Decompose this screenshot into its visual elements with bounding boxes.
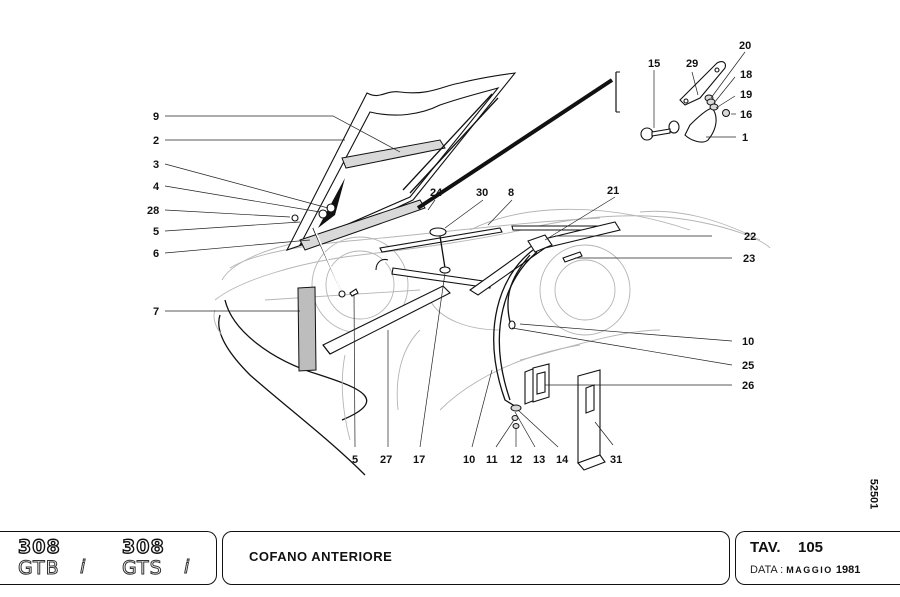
front-nose [213, 299, 501, 476]
callout-8: 8 [508, 187, 514, 199]
callout-27: 27 [380, 454, 392, 466]
exploded-parts-diagram: 9 2 3 4 28 5 6 7 24 30 8 21 22 23 10 25 … [147, 40, 771, 476]
leader-lines [164, 51, 746, 448]
sheet-info-box: TAV. 105 DATA : MAGGIO 1981 [735, 531, 900, 585]
detail-pointer [416, 78, 614, 210]
callout-25: 25 [742, 360, 754, 372]
callout-11: 11 [486, 454, 498, 466]
callout-2: 2 [153, 135, 159, 147]
hood-stay [291, 203, 359, 298]
callout-6: 6 [153, 248, 159, 260]
callout-17: 17 [413, 454, 425, 466]
callout-13: 13 [533, 454, 545, 466]
car-body-outline [214, 208, 771, 411]
callout-5: 5 [153, 226, 159, 238]
callout-12: 12 [510, 454, 522, 466]
callout-29: 29 [686, 58, 698, 70]
date-month: MAGGIO [786, 565, 833, 575]
title-box: COFANO ANTERIORE [222, 531, 730, 585]
page-title: COFANO ANTERIORE [249, 549, 393, 564]
latch-bracket [524, 363, 606, 471]
seals [297, 221, 621, 372]
logo-variant-1: GTB [18, 557, 60, 579]
date-label: DATA : [750, 564, 784, 576]
callout-10-right: 10 [742, 336, 754, 348]
callout-14: 14 [556, 454, 569, 466]
callout-19: 19 [740, 89, 752, 101]
hood-panel [285, 72, 517, 251]
callout-4: 4 [153, 181, 160, 193]
tav-number: 105 [798, 539, 824, 556]
callout-16: 16 [740, 109, 752, 121]
callout-21: 21 [607, 185, 619, 197]
date-row: DATA : MAGGIO 1981 [750, 564, 860, 576]
callout-20: 20 [739, 40, 751, 52]
callout-18: 18 [740, 69, 752, 81]
logo-variant-2: GTS [122, 557, 163, 579]
callout-23: 23 [743, 253, 755, 265]
callout-5-bottom: 5 [352, 454, 358, 466]
callout-labels: 9 2 3 4 28 5 6 7 24 30 8 21 22 23 10 25 … [147, 40, 756, 466]
document-number: 52501 [867, 478, 880, 510]
callout-30: 30 [476, 187, 488, 199]
logo-suffix-1: i [79, 556, 87, 578]
callout-9: 9 [153, 111, 159, 123]
logo-suffix-2: i [183, 556, 191, 578]
logo-model-2: 308 [121, 536, 165, 558]
callout-24: 24 [430, 187, 443, 199]
callout-1: 1 [742, 132, 748, 144]
logo-model-1: 308 [17, 536, 61, 558]
callout-3: 3 [153, 159, 159, 171]
callout-26: 26 [742, 380, 754, 392]
model-logo-box: 308 GTB i 308 GTS i [0, 531, 217, 585]
callout-28: 28 [147, 205, 159, 217]
callout-7: 7 [153, 306, 159, 318]
date-year: 1981 [835, 564, 861, 576]
tav-label: TAV. [750, 539, 781, 556]
callout-31: 31 [610, 454, 622, 466]
callout-22: 22 [744, 231, 756, 243]
callout-15: 15 [648, 58, 660, 70]
callout-10-bottom: 10 [463, 454, 475, 466]
